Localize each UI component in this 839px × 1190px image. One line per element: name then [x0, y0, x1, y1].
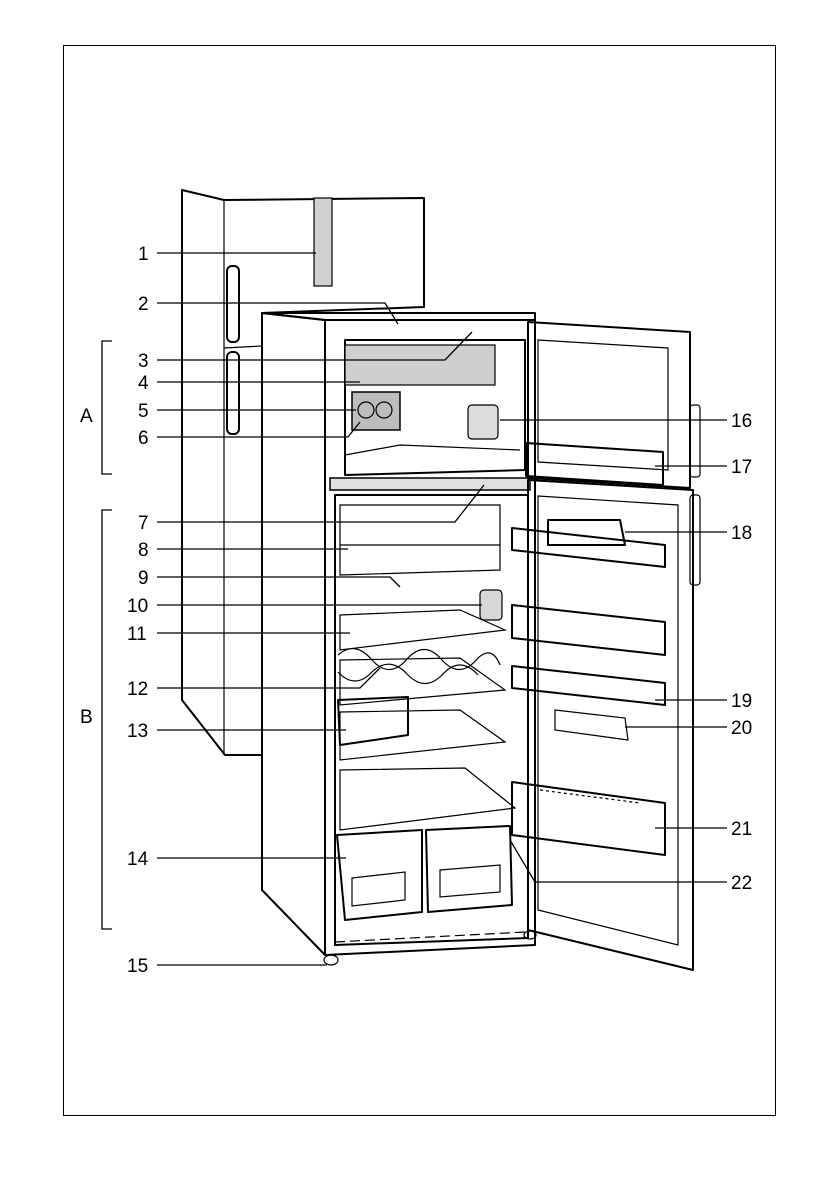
leader-lines — [157, 252, 727, 966]
crisper-drawer-right — [425, 825, 513, 913]
cabinet — [261, 312, 537, 966]
foot — [323, 954, 339, 966]
callout-10: 10 — [127, 596, 148, 617]
callout-8: 8 — [138, 540, 149, 561]
callout-5: 5 — [138, 401, 149, 422]
page-border — [63, 45, 776, 1116]
callout-19: 19 — [731, 691, 752, 712]
bottle-shelf — [511, 781, 666, 856]
fridge-door — [527, 479, 694, 971]
door-shelf-18 — [511, 527, 666, 568]
callout-20: 20 — [731, 718, 752, 739]
freezer-door — [527, 321, 691, 489]
callout-21: 21 — [731, 819, 752, 840]
callout-17: 17 — [731, 457, 752, 478]
callout-15: 15 — [127, 956, 148, 977]
open-doors — [511, 321, 701, 971]
callout-labels: 1 2 3 4 5 6 7 8 9 10 11 12 13 14 15 16 1… — [127, 244, 752, 977]
callout-2: 2 — [138, 294, 149, 315]
control-panel — [313, 197, 333, 287]
callout-6: 6 — [138, 428, 149, 449]
callout-14: 14 — [127, 849, 149, 870]
section-bracket-a — [101, 340, 112, 475]
freezer-door-shelf — [525, 442, 664, 486]
callout-11: 11 — [127, 624, 147, 645]
callout-12: 12 — [127, 679, 148, 700]
closed-appliance — [181, 189, 425, 756]
crisper-drawer-left — [336, 829, 423, 921]
callout-3: 3 — [138, 351, 149, 372]
callout-7: 7 — [138, 513, 149, 534]
door-shelf-19 — [511, 665, 666, 706]
section-label-a: A — [80, 406, 93, 427]
section-bracket-b — [101, 509, 112, 930]
freezer-door-handle — [226, 265, 240, 343]
freezer-top-element — [344, 344, 496, 386]
freezer-light — [467, 404, 499, 440]
callout-22: 22 — [731, 873, 752, 894]
callout-13: 13 — [127, 721, 148, 742]
callout-1: 1 — [138, 244, 149, 265]
callout-9: 9 — [138, 568, 149, 589]
callout-18: 18 — [731, 523, 752, 544]
callout-4: 4 — [138, 373, 149, 394]
callout-16: 16 — [731, 411, 752, 432]
door-shelf-upper — [511, 604, 666, 656]
fridge-door-handle — [226, 351, 240, 435]
section-label-b: B — [80, 707, 93, 728]
